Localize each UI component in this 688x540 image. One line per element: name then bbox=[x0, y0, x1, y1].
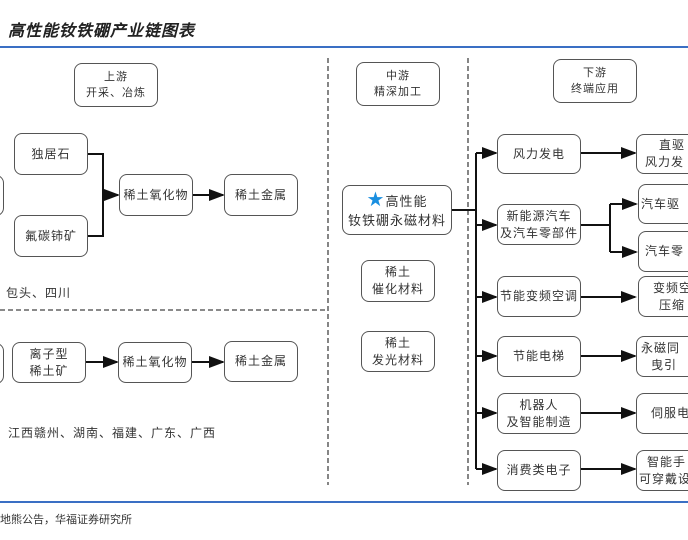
node-label: 直驱 bbox=[659, 138, 686, 152]
node-metal-north: 稀土金属 bbox=[224, 174, 298, 216]
region-south: 江西赣州、湖南、福建、广东、广西 bbox=[8, 426, 217, 440]
product-traction: 永磁同 曳引 bbox=[636, 336, 688, 377]
upstream-label: 上游 bbox=[104, 70, 128, 83]
partial-box-north bbox=[0, 175, 4, 216]
node-label: 稀土氧化物 bbox=[122, 355, 188, 369]
node-label: 可穿戴设 bbox=[639, 471, 688, 486]
product-smartphone: 智能手 可穿戴设 bbox=[636, 450, 688, 491]
node-label: 稀土金属 bbox=[234, 187, 287, 202]
node-label: 机器人 bbox=[519, 397, 559, 412]
upstream-header: 上游 开采、冶炼 bbox=[74, 63, 158, 107]
node-ndfeb-magnet: ★高性能 钕铁硼永磁材料 bbox=[342, 185, 452, 235]
node-label: 稀土 bbox=[384, 335, 411, 350]
midstream-label: 中游 bbox=[386, 69, 410, 82]
node-oxide-north: 稀土氧化物 bbox=[119, 174, 193, 216]
app-inverter-ac: 节能变频空调 bbox=[497, 276, 581, 317]
node-label: 新能源汽车 bbox=[506, 208, 572, 223]
node-label: 稀土氧化物 bbox=[123, 187, 189, 202]
star-icon: ★ bbox=[366, 186, 386, 211]
node-label: 曳引 bbox=[651, 357, 678, 372]
node-label: 独居石 bbox=[31, 146, 71, 161]
midstream-sublabel: 精深加工 bbox=[374, 85, 422, 98]
downstream-sublabel: 终端应用 bbox=[571, 82, 619, 95]
node-label: 永磁同 bbox=[641, 340, 681, 355]
node-label: 离子型 bbox=[29, 346, 69, 361]
node-label: 压缩 bbox=[659, 297, 686, 312]
node-label: 稀土矿 bbox=[29, 363, 69, 378]
node-label: 发光材料 bbox=[371, 352, 424, 367]
node-label: 及智能制造 bbox=[506, 414, 572, 429]
product-drive-motor: 汽车驱 bbox=[638, 184, 688, 224]
downstream-label: 下游 bbox=[583, 66, 607, 79]
source-note: 地熊公告，华福证券研究所 bbox=[0, 513, 132, 526]
main-title-row: ★高性能 bbox=[366, 186, 428, 212]
node-label: 稀土 bbox=[384, 265, 411, 279]
node-label: 节能电梯 bbox=[512, 349, 565, 363]
node-label: 钕铁硼永磁材料 bbox=[347, 213, 446, 229]
app-consumer-electronics: 消费类电子 bbox=[497, 450, 581, 491]
node-bastnaesite: 氟碳铈矿 bbox=[14, 215, 88, 257]
region-north: 包头、四川 bbox=[6, 286, 72, 300]
partial-box-south bbox=[0, 343, 4, 384]
node-label: 汽车零 bbox=[645, 244, 685, 258]
midstream-header: 中游 精深加工 bbox=[356, 62, 440, 106]
page-title: 高性能钕铁硼产业链图表 bbox=[8, 21, 196, 40]
app-wind-power: 风力发电 bbox=[497, 134, 581, 174]
app-elevator: 节能电梯 bbox=[497, 336, 581, 377]
node-label: 伺服电 bbox=[651, 406, 688, 420]
node-label: 高性能 bbox=[385, 194, 428, 210]
node-label: 节能变频空调 bbox=[499, 289, 578, 303]
node-catalyst: 稀土 催化材料 bbox=[361, 260, 435, 302]
product-direct-drive: 直驱 风力发 bbox=[636, 134, 688, 174]
node-ionic-ore: 离子型 稀土矿 bbox=[12, 342, 86, 383]
node-label: 氟碳铈矿 bbox=[24, 228, 77, 243]
bottom-rule bbox=[0, 501, 688, 503]
product-compressor: 变频空 压缩 bbox=[638, 276, 688, 317]
node-label: 消费类电子 bbox=[506, 463, 572, 477]
node-label: 及汽车零部件 bbox=[499, 225, 578, 240]
node-label: 风力发 bbox=[645, 155, 685, 169]
node-label: 变频空 bbox=[653, 280, 688, 295]
node-metal-south: 稀土金属 bbox=[224, 341, 298, 382]
downstream-header: 下游 终端应用 bbox=[553, 59, 637, 103]
node-label: 稀土金属 bbox=[234, 354, 287, 368]
app-nev: 新能源汽车 及汽车零部件 bbox=[497, 204, 581, 245]
node-label: 风力发电 bbox=[512, 146, 565, 161]
node-label: 催化材料 bbox=[371, 282, 424, 296]
node-oxide-south: 稀土氧化物 bbox=[118, 342, 192, 383]
node-label: 智能手 bbox=[647, 454, 687, 469]
top-rule bbox=[0, 46, 688, 48]
node-monazite: 独居石 bbox=[14, 133, 88, 175]
node-label: 汽车驱 bbox=[641, 196, 681, 211]
product-servo: 伺服电 bbox=[636, 393, 688, 434]
node-luminescent: 稀土 发光材料 bbox=[361, 331, 435, 372]
app-robotics: 机器人 及智能制造 bbox=[497, 393, 581, 434]
upstream-sublabel: 开采、冶炼 bbox=[86, 86, 146, 99]
product-auto-parts: 汽车零 bbox=[638, 231, 688, 272]
